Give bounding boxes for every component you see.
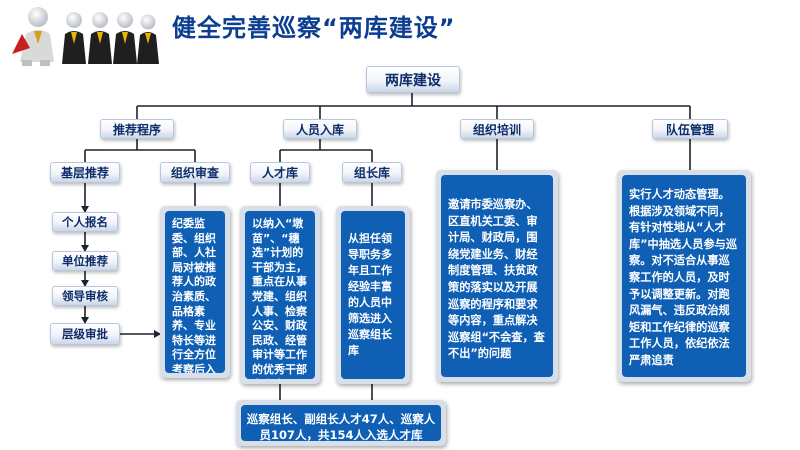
page-title: 健全完善巡察“两库建设” [172,14,456,42]
leader-pool-panel: 从担任领导职务多年且工作经验丰富的人员中筛选进入巡察组长库 [336,206,410,384]
arrow-down-icon [81,206,89,213]
sub-talent-pool: 人才库 [250,162,310,183]
sub-org-review: 组织审查 [160,162,230,183]
arrow-down-icon [81,280,89,287]
management-panel: 实行人才动态管理。根据涉及领域不同，有针对性地从“人才库”中抽选人员参与巡察。对… [617,170,751,382]
sub-label: 人才库 [261,166,298,180]
step-label: 领导审核 [62,289,108,303]
sub-label: 基层推荐 [60,166,109,180]
branch-management: 队伍管理 [652,119,728,139]
sub-grassroots: 基层推荐 [50,162,120,183]
arrow-down-icon [81,245,89,252]
sub-label: 组长库 [353,166,390,180]
training-panel: 邀请市委巡察办、区直机关工委、审计局、财政局，围绕党建业务、财经制度管理、扶贫政… [436,170,558,382]
branch-entry: 人员入库 [283,119,357,139]
branch-recommend: 推荐程序 [100,119,174,139]
summary-panel: 巡察组长、副组长人才47人、巡察人员107人，共154人入选人才库 [236,400,446,446]
talent-pool-panel: 以纳入“墩苗”、“穗选”计划的干部为主，重点在从事党建、组织人事、检察公安、财政… [240,206,320,384]
sub-label: 组织审查 [170,166,219,180]
root-label: 两库建设 [385,72,441,89]
training-text: 邀请市委巡察办、区直机关工委、审计局、财政局，围绕党建业务、财经制度管理、扶贫政… [441,175,553,377]
branch-label: 队伍管理 [665,122,714,137]
leader-pool-text: 从担任领导职务多年且工作经验丰富的人员中筛选进入巡察组长库 [341,211,405,379]
step-item: 层级审批 [50,323,120,345]
step-item: 领导审核 [52,286,118,306]
branch-label: 人员入库 [295,122,344,137]
sub-leader-pool: 组长库 [342,162,402,183]
step-label: 层级审批 [62,327,108,341]
branch-label: 组织培训 [472,122,521,137]
root-node: 两库建设 [366,66,460,93]
arrow-down-icon [81,317,89,324]
step-label: 个人报名 [62,215,108,229]
talent-pool-text: 以纳入“墩苗”、“穗选”计划的干部为主，重点在从事党建、组织人事、检察公安、财政… [245,211,315,379]
step-label: 单位推荐 [62,254,108,268]
summary-text: 巡察组长、副组长人才47人、巡察人员107人，共154人入选人才库 [241,405,441,441]
branch-label: 推荐程序 [112,122,161,137]
org-review-panel: 纪委监委、组织部、人社局对被推荐人的政治素质、品格素养、专业特长等进行全方位考察… [160,206,230,378]
org-review-text: 纪委监委、组织部、人社局对被推荐人的政治素质、品格素养、专业特长等进行全方位考察… [165,211,225,373]
team-figures-icon [12,7,159,66]
branch-training: 组织培训 [460,119,534,139]
arrow-right-icon [154,330,161,338]
management-text: 实行人才动态管理。根据涉及领域不同，有针对性地从“人才库”中抽选人员参与巡察。对… [622,175,746,377]
step-item: 个人报名 [52,212,118,232]
step-item: 单位推荐 [52,251,118,271]
